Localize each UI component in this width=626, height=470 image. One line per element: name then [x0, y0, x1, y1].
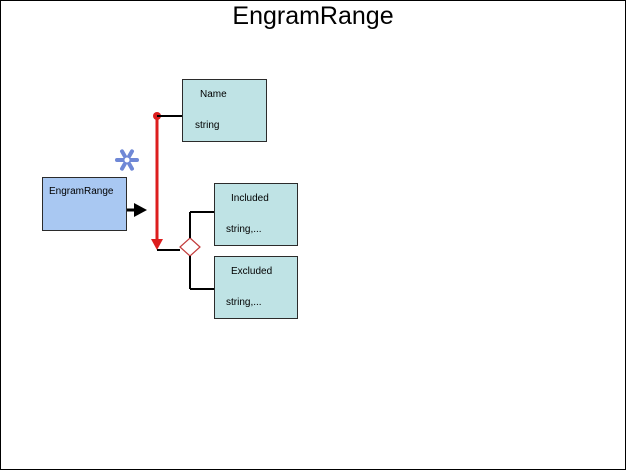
root-element-box[interactable]: EngramRange: [42, 177, 127, 231]
element-box-excluded[interactable]: Excluded string,...: [214, 256, 298, 319]
root-element-label: EngramRange: [49, 186, 114, 197]
choice-diamond: [179, 237, 201, 257]
element-type-label: string,...: [226, 224, 262, 235]
element-name-label: Name: [200, 89, 227, 100]
element-box-name[interactable]: Name string: [182, 79, 267, 142]
choice-branches: [189, 211, 214, 290]
asterisk-icon: [115, 149, 139, 171]
element-box-included[interactable]: Included string,...: [214, 183, 298, 246]
element-name-label: Included: [231, 193, 269, 204]
sequence-line: [151, 112, 163, 250]
element-name-label: Excluded: [231, 266, 273, 277]
element-type-label: string,...: [226, 297, 262, 308]
diagram-title: EngramRange: [232, 2, 394, 30]
element-type-label: string: [195, 120, 220, 131]
